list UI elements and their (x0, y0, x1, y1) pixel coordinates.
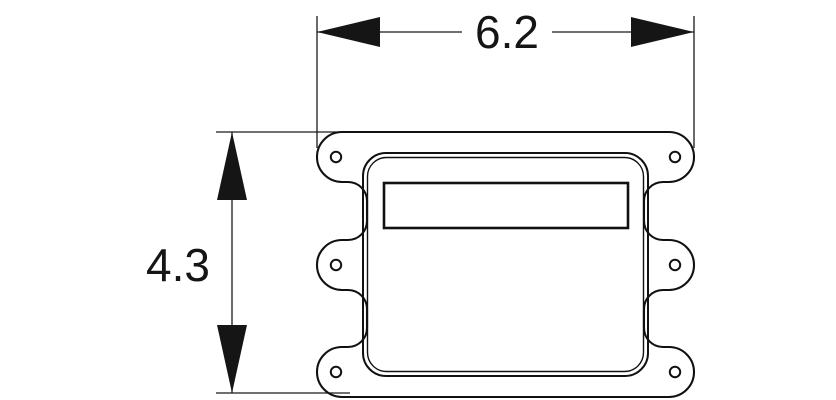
hole-top-left (329, 150, 343, 164)
hole-mid-left (329, 258, 343, 272)
flange-outline (315, 130, 696, 399)
window-recess-rect (382, 181, 630, 230)
height-dimension-label: 4.3 (146, 239, 210, 291)
height-arrow-top (217, 132, 247, 200)
width-dimension-label: 6.2 (475, 6, 539, 58)
height-arrow-bottom (217, 325, 247, 393)
hole-bottom-right (668, 365, 682, 379)
part-outline-group (315, 130, 696, 399)
window-group (382, 181, 630, 230)
inner-body-offset-outline (366, 156, 645, 373)
width-dimension-group: 6.2 (316, 6, 695, 148)
mounting-holes-group (329, 150, 682, 379)
height-dimension-group: 4.3 (146, 131, 350, 394)
hole-mid-right (668, 258, 682, 272)
inner-body-outline (362, 152, 649, 377)
hole-top-right (668, 150, 682, 164)
inner-body-group (362, 152, 649, 377)
width-arrow-left (317, 17, 380, 47)
hole-bottom-left (329, 365, 343, 379)
width-arrow-right (631, 17, 694, 47)
